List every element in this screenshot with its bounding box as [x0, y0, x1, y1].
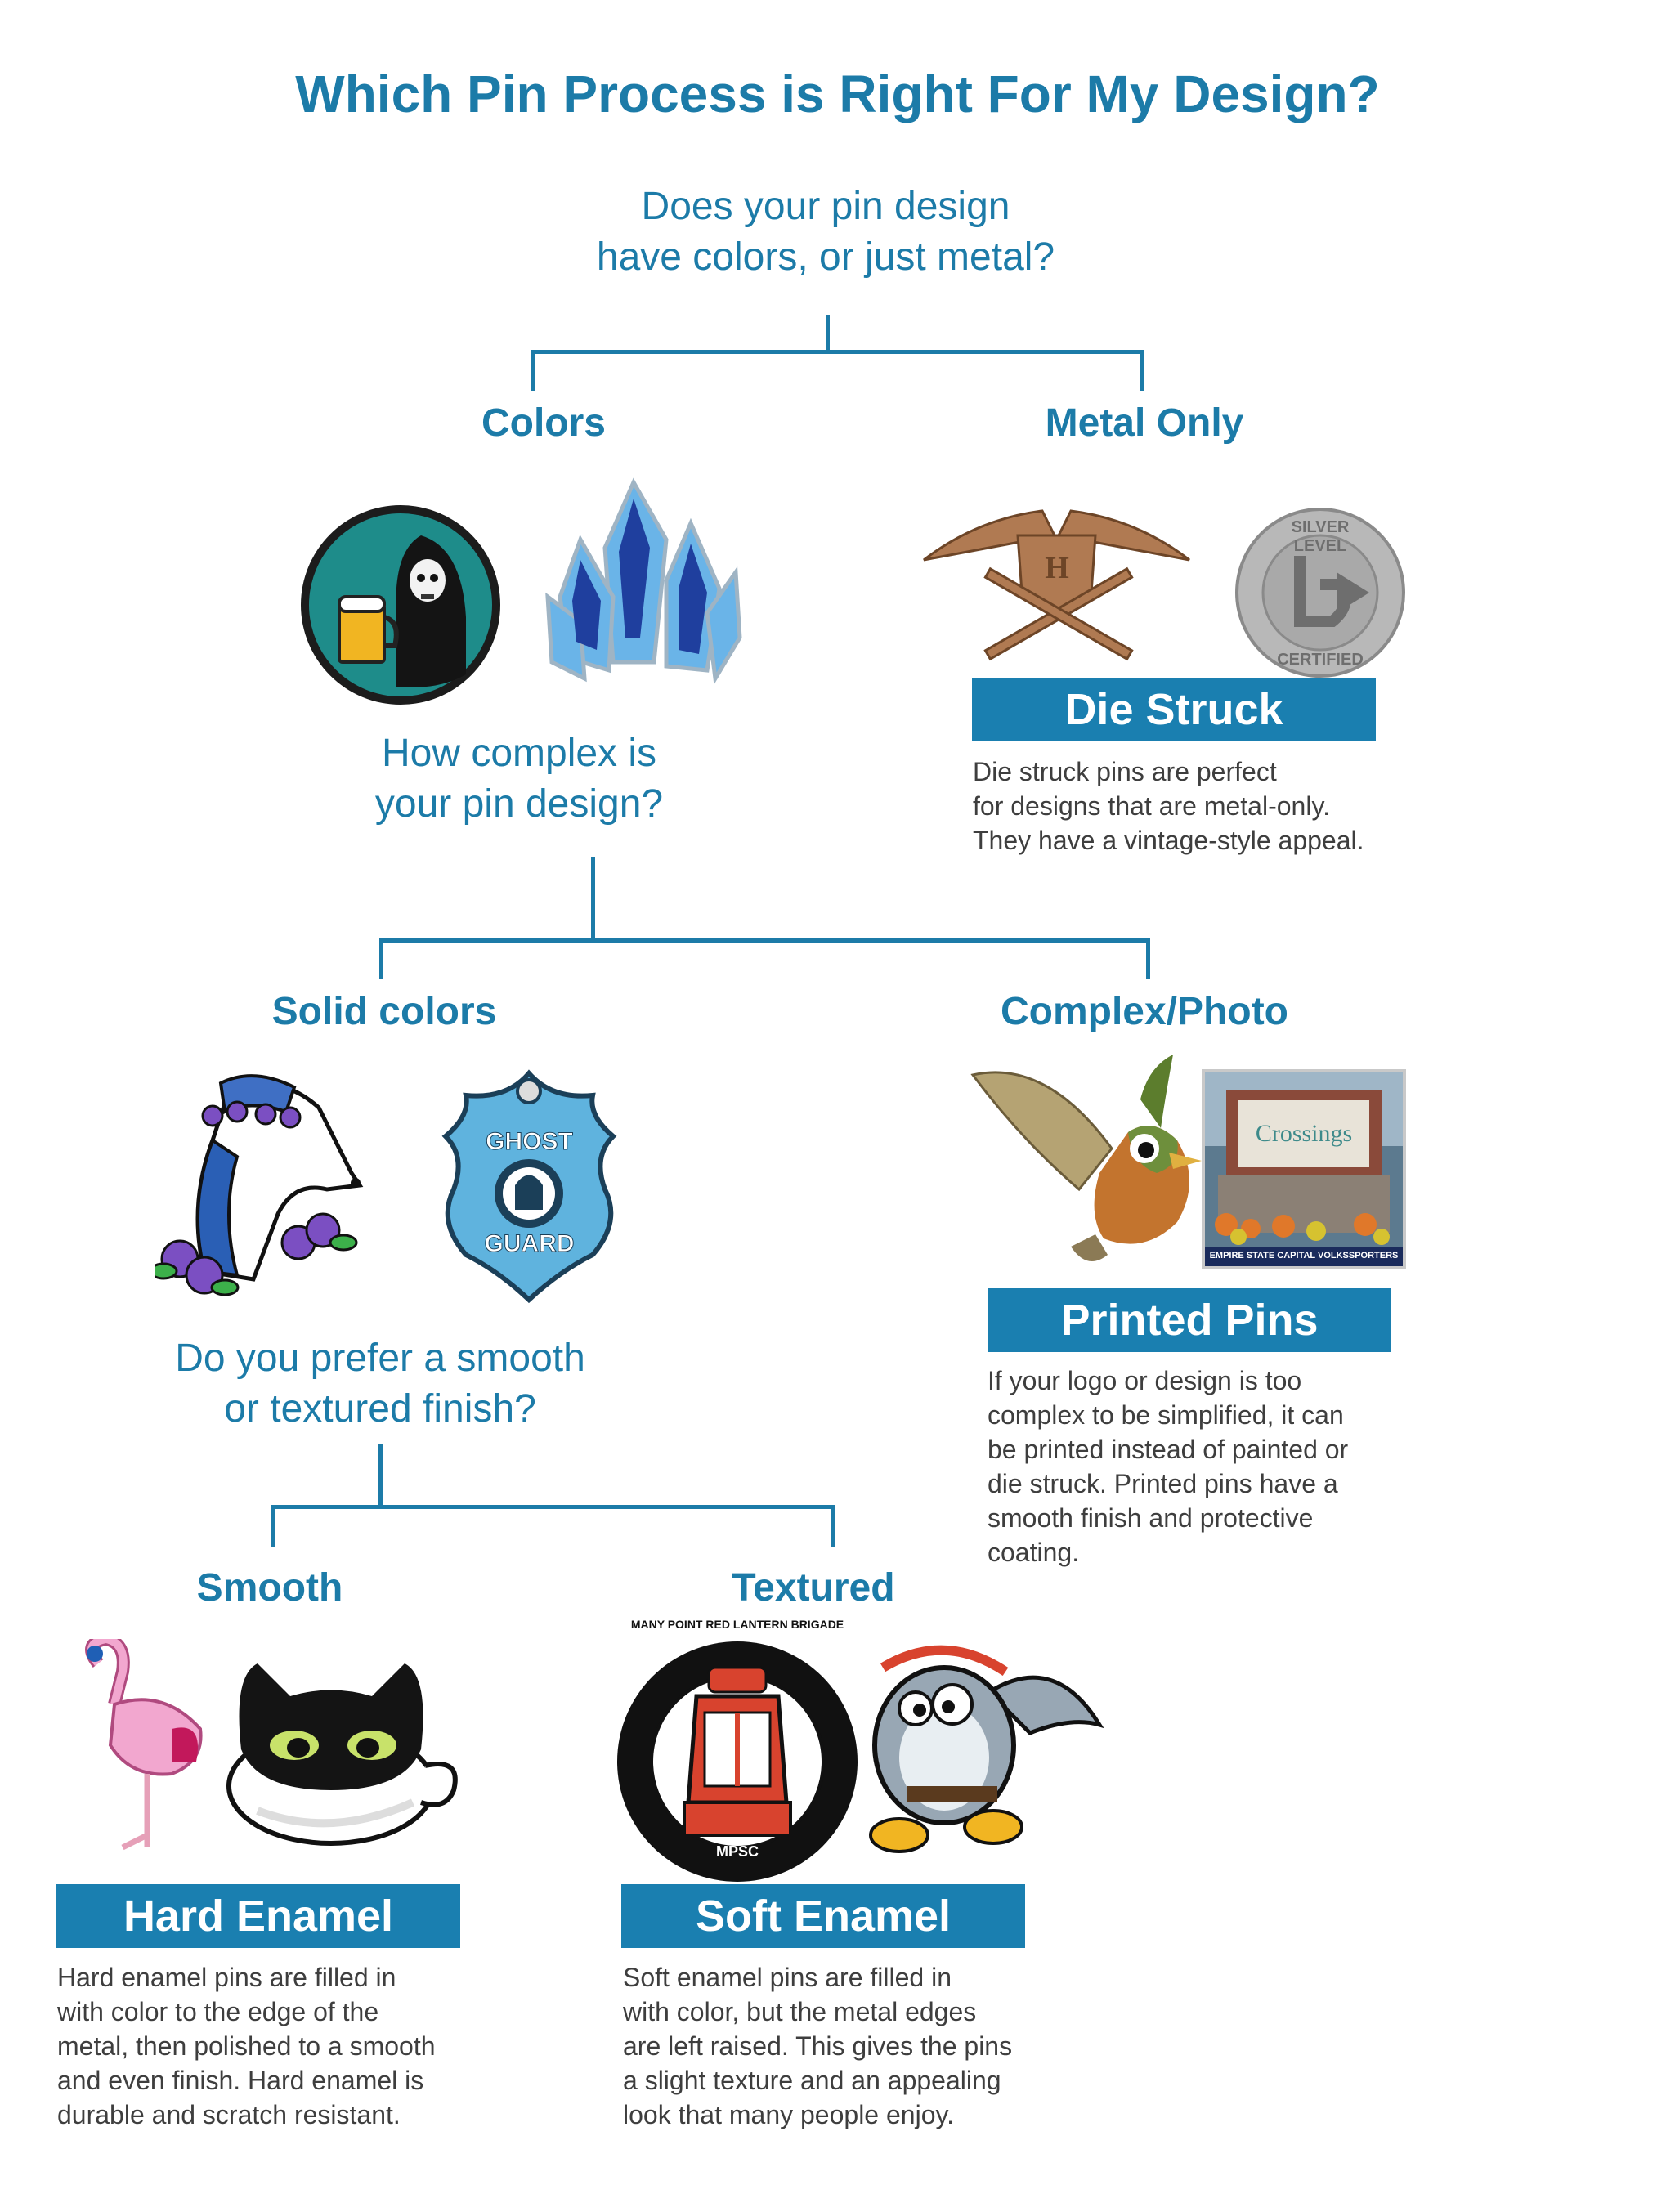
- ghost-guard-badge-pin-image: GHOST GUARD: [429, 1067, 629, 1304]
- lantern-ring-text: MANY POINT RED LANTERN BRIGADE: [630, 1618, 844, 1631]
- desc-line: a slight texture and an appealing: [623, 2066, 1001, 2095]
- branch-complex-photo: Complex/Photo: [1000, 990, 1288, 1033]
- reaper-beer-pin-image: [298, 503, 503, 707]
- question-line-1: Does your pin design: [641, 185, 1010, 228]
- silver-level-bottom-text: CERTIFIED: [1277, 651, 1364, 669]
- desc-line: metal, then polished to a smooth: [57, 2031, 436, 2061]
- connector-q3-bar: [271, 1505, 835, 1509]
- question-colors-or-metal: Does your pin design have colors, or jus…: [458, 181, 1194, 283]
- cat-in-cup-pin-image: [225, 1659, 458, 1847]
- die-struck-banner: Die Struck: [972, 678, 1376, 741]
- branch-colors: Colors: [481, 401, 606, 445]
- ghost-guard-top-text: GHOST: [486, 1128, 574, 1156]
- winged-shield-pin-image: H: [920, 486, 1194, 662]
- silver-level-top-text: SILVER LEVEL: [1291, 518, 1350, 555]
- connector-q3-stem: [378, 1444, 383, 1507]
- desc-line: look that many people enjoy.: [623, 2100, 954, 2129]
- branch-textured: Textured: [732, 1566, 895, 1610]
- penguin-rabbit-pin-image: [850, 1635, 1104, 1860]
- page-title: Which Pin Process is Right For My Design…: [295, 65, 1380, 123]
- desc-line: Soft enamel pins are filled in: [623, 1963, 952, 1992]
- lantern-bottom-text: MPSC: [715, 1843, 759, 1860]
- desc-line: with color, but the metal edges: [623, 1997, 977, 2026]
- desc-line: die struck. Printed pins have a: [988, 1469, 1338, 1498]
- desc-line: They have a vintage-style appeal.: [973, 826, 1364, 855]
- crossings-footer-text: EMPIRE STATE CAPITAL VOLKSSPORTERS: [1209, 1251, 1399, 1260]
- hard-enamel-banner: Hard Enamel: [56, 1884, 460, 1948]
- bird-printed-pin-image: [965, 1050, 1210, 1275]
- question-line-1: Do you prefer a smooth: [175, 1337, 585, 1380]
- question-line-2: have colors, or just metal?: [596, 235, 1055, 279]
- desc-line: are left raised. This gives the pins: [623, 2031, 1013, 2061]
- desc-line: Hard enamel pins are filled in: [57, 1963, 396, 1992]
- question-line-2: or textured finish?: [224, 1387, 536, 1431]
- connector-q1-left: [531, 350, 535, 391]
- connector-q2-bar: [379, 938, 1150, 943]
- question-complexity: How complex is your pin design?: [315, 728, 723, 830]
- connector-q1-right: [1140, 350, 1144, 391]
- branch-metal-only: Metal Only: [1045, 401, 1244, 445]
- question-line-1: How complex is: [381, 732, 657, 775]
- printed-pins-banner: Printed Pins: [988, 1288, 1391, 1352]
- svg-text:H: H: [1045, 551, 1069, 585]
- desc-line: with color to the edge of the: [57, 1997, 379, 2026]
- printed-pins-description: If your logo or design is too complex to…: [988, 1363, 1445, 1569]
- connector-q2-left: [379, 938, 383, 979]
- die-struck-description: Die struck pins are perfect for designs …: [973, 754, 1431, 857]
- desc-line: be printed instead of painted or: [988, 1435, 1349, 1464]
- crossings-sign-pin-image: Crossings EMPIRE STATE CAPITAL VOLKSSPOR…: [1202, 1069, 1406, 1269]
- question-line-2: your pin design?: [374, 782, 664, 826]
- desc-line: for designs that are metal-only.: [973, 791, 1330, 821]
- branch-solid-colors: Solid colors: [271, 990, 497, 1033]
- flamingo-pin-image: [65, 1639, 213, 1856]
- connector-q2-stem: [591, 857, 595, 940]
- soft-enamel-description: Soft enamel pins are filled in with colo…: [623, 1960, 1130, 2132]
- desc-line: and even finish. Hard enamel is: [57, 2066, 424, 2095]
- crystal-pin-image: [544, 474, 744, 699]
- silver-level-pin-image: SILVER LEVEL CERTIFIED: [1234, 507, 1406, 678]
- desc-line: coating.: [988, 1538, 1080, 1567]
- crossings-sign-text: Crossings: [1255, 1120, 1353, 1147]
- connector-q3-left: [271, 1505, 275, 1547]
- branch-smooth: Smooth: [196, 1566, 343, 1610]
- connector-q3-right: [831, 1505, 835, 1547]
- connector-q1-bar: [531, 350, 1144, 354]
- hard-enamel-description: Hard enamel pins are filled in with colo…: [57, 1960, 548, 2132]
- desc-line: complex to be simplified, it can: [988, 1400, 1344, 1430]
- ghost-guard-bottom-text: GUARD: [484, 1230, 575, 1258]
- connector-q1-stem: [826, 315, 830, 352]
- desc-line: durable and scratch resistant.: [57, 2100, 401, 2129]
- red-lantern-pin-image: MANY POINT RED LANTERN BRIGADE MPSC: [615, 1618, 860, 1884]
- desc-line: smooth finish and protective: [988, 1503, 1314, 1533]
- soft-enamel-banner: Soft Enamel: [621, 1884, 1025, 1948]
- desc-line: If your logo or design is too: [988, 1366, 1302, 1395]
- question-finish: Do you prefer a smooth or textured finis…: [123, 1333, 638, 1435]
- desc-line: Die struck pins are perfect: [973, 757, 1277, 786]
- connector-q2-right: [1146, 938, 1150, 979]
- greyhound-flower-pin-image: [155, 1067, 368, 1300]
